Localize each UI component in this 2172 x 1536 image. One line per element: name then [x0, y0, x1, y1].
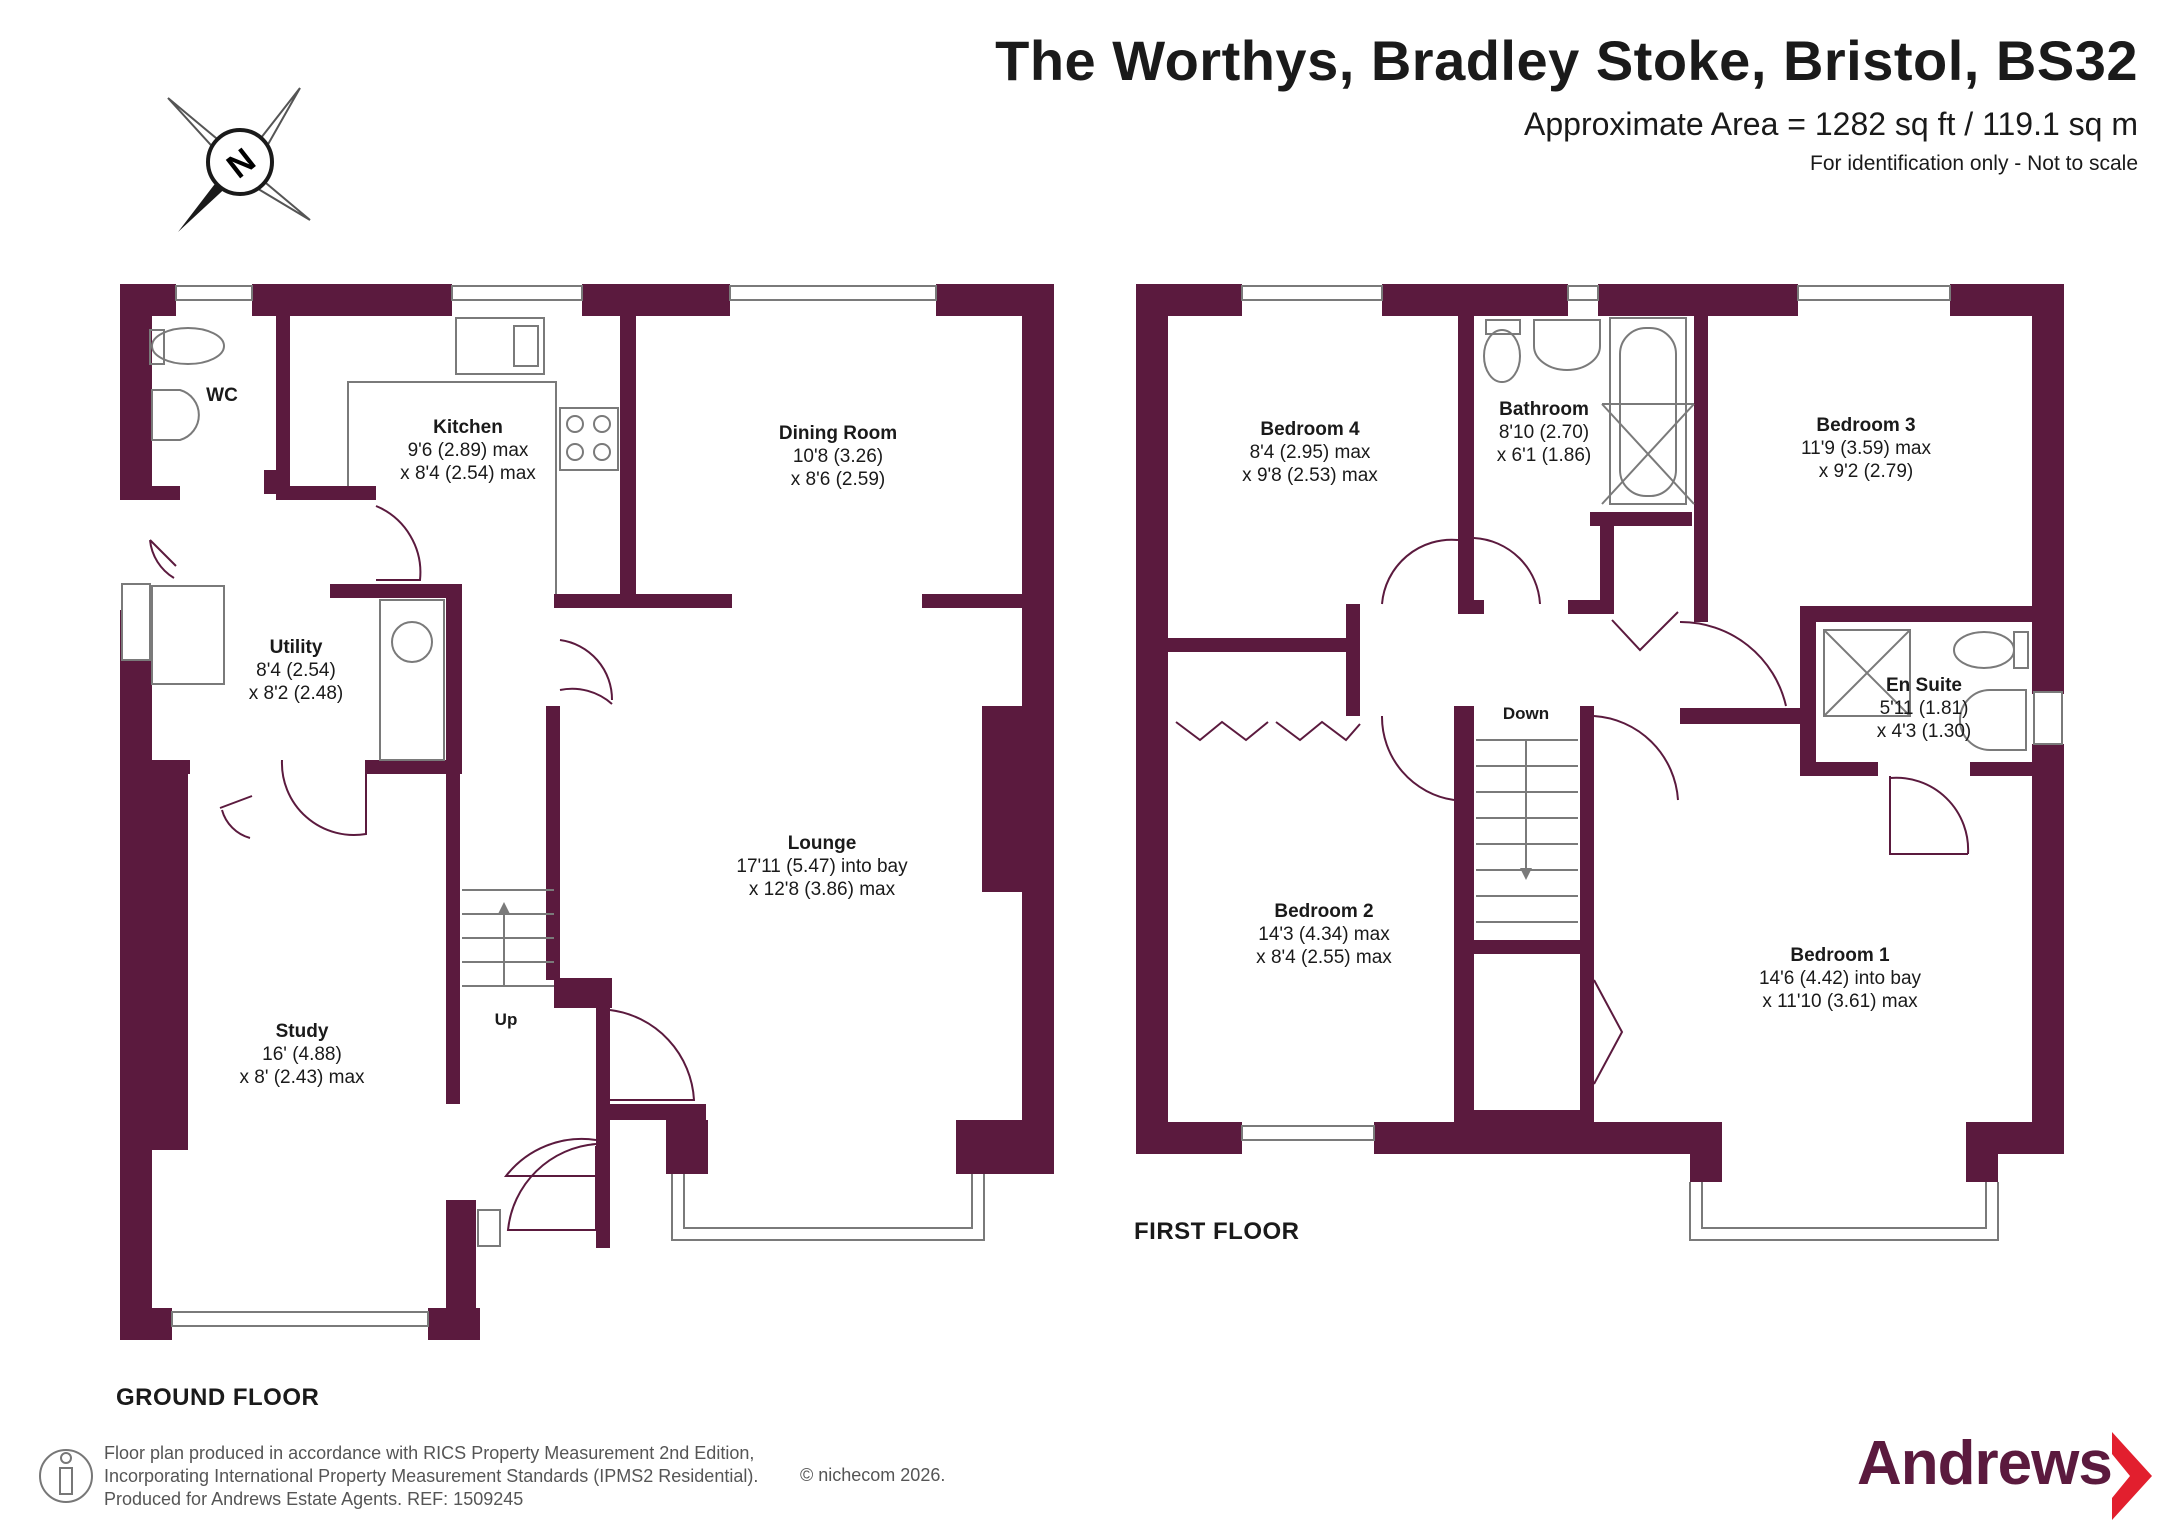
room-label-bedroom-4: Bedroom 4 8'4 (2.95) max x 9'8 (2.53) ma… — [1242, 419, 1378, 486]
room-label-kitchen: Kitchen 9'6 (2.89) max x 8'4 (2.54) max — [400, 417, 536, 484]
room-label-bedroom-3: Bedroom 3 11'9 (3.59) max x 9'2 (2.79) — [1800, 415, 1932, 482]
room-label-bedroom-2: Bedroom 2 14'3 (4.34) max x 8'4 (2.55) m… — [1256, 901, 1392, 968]
room-label-bedroom-1: Bedroom 1 14'6 (4.42) into bay x 11'10 (… — [1758, 945, 1922, 1012]
footer-line: Produced for Andrews Estate Agents. REF:… — [104, 1489, 524, 1509]
room-label-lounge: Lounge 17'11 (5.47) into bay x 12'8 (3.8… — [736, 833, 908, 900]
footer-line: Incorporating International Property Mea… — [104, 1466, 759, 1486]
stairs-up-label: Up — [494, 1010, 518, 1029]
copyright-notice: © nichecom 2026. — [800, 1465, 946, 1485]
first-floor-walls — [1136, 284, 2064, 1241]
room-label-study: Study 16' (4.88) x 8' (2.43) max — [239, 1021, 365, 1088]
room-label-en-suite: En Suite 5'11 (1.81) x 4'3 (1.30) — [1876, 675, 1972, 742]
brand-logo: Andrews — [1857, 1429, 2113, 1498]
approximate-area: Approximate Area = 1282 sq ft / 119.1 sq… — [1524, 106, 2138, 142]
room-label-bathroom: Bathroom 8'10 (2.70) x 6'1 (1.86) — [1496, 399, 1592, 466]
ground-floor-label: GROUND FLOOR — [116, 1384, 320, 1411]
footer-notes: Floor plan produced in accordance with R… — [104, 1442, 758, 1511]
scale-note: For identification only - Not to scale — [1810, 152, 2138, 175]
footer-line: Floor plan produced in accordance with R… — [104, 1443, 755, 1463]
room-label-dining-room: Dining Room 10'8 (3.26) x 8'6 (2.59) — [778, 423, 898, 490]
north-compass-icon: N — [167, 87, 311, 232]
page-title: The Worthys, Bradley Stoke, Bristol, BS3… — [995, 29, 2138, 92]
room-label-wc: WC — [206, 385, 238, 406]
stairs-down-label: Down — [1502, 704, 1550, 723]
chevron-right-logo-icon — [2112, 1432, 2152, 1520]
first-floor-fixtures — [1175, 317, 2029, 1085]
first-floor-label: FIRST FLOOR — [1134, 1218, 1300, 1245]
ground-floor-walls — [120, 284, 1054, 1340]
room-label-utility: Utility 8'4 (2.54) x 8'2 (2.48) — [248, 637, 344, 704]
ground-floor-fixtures — [149, 317, 696, 1247]
person-icon — [39, 1449, 93, 1503]
